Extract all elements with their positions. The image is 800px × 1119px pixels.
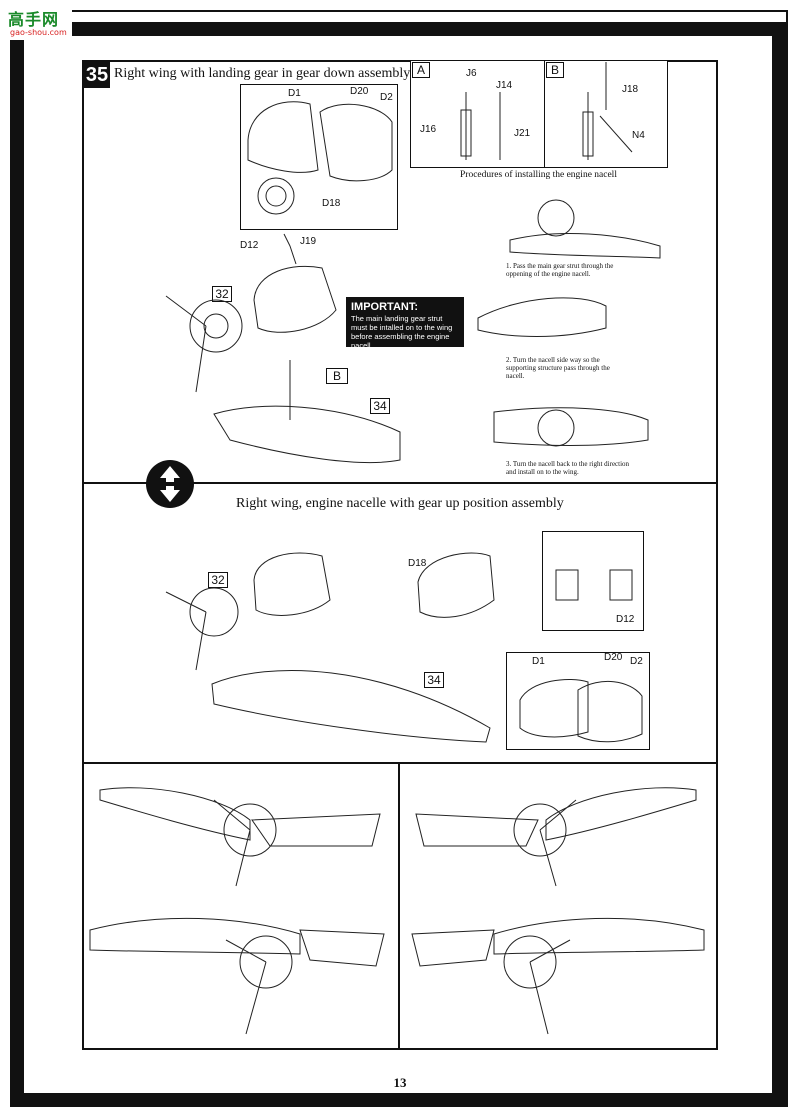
procedure-step-3: 3. Turn the nacell back to the right dir… xyxy=(506,460,630,476)
callout-j18: J18 xyxy=(622,84,639,95)
step-title: Right wing with landing gear in gear dow… xyxy=(114,66,411,81)
engine-nacelle-drawing xyxy=(165,233,337,393)
border-top-bar xyxy=(62,22,786,36)
step-number-badge: 35 xyxy=(84,62,110,88)
inset-b-label: B xyxy=(546,62,564,78)
callout-j14: J14 xyxy=(496,80,513,91)
callout-d20: D20 xyxy=(350,86,369,97)
flip-arrows-icon xyxy=(146,460,194,508)
callout-j16: J16 xyxy=(420,124,437,135)
callout-d2: D2 xyxy=(380,92,393,103)
wing-drawing xyxy=(213,360,401,464)
watermark-logo: 高手网 gao-shou.com xyxy=(6,4,72,40)
important-note: IMPORTANT: The main landing gear strut m… xyxy=(346,297,464,350)
callout-d2-gearup: D2 xyxy=(630,656,643,667)
watermark-text: 高手网 xyxy=(8,10,60,29)
callout-d20-gearup: D20 xyxy=(604,652,623,663)
callout-d12: D12 xyxy=(240,240,259,251)
procedure-step-1: 1. Pass the main gear strut through the … xyxy=(506,262,614,278)
gear-strut-a-drawing xyxy=(460,92,501,160)
callout-d18-gearup: D18 xyxy=(408,558,427,569)
nacelle-halves-drawing xyxy=(247,101,393,215)
inset-a-box xyxy=(410,60,546,168)
callout-j6: J6 xyxy=(466,68,477,79)
procedure-figures-drawing xyxy=(477,199,661,447)
callout-d1: D1 xyxy=(288,88,301,99)
callout-d12-gearup: D12 xyxy=(616,614,635,625)
important-title: IMPORTANT: xyxy=(351,301,419,313)
border-bottom-bar xyxy=(10,1093,788,1107)
procedure-title: Procedures of installing the engine nace… xyxy=(460,170,617,180)
gear-strut-b-drawing xyxy=(582,62,633,160)
procedure-step-2: 2. Turn the nacell side way so the suppo… xyxy=(506,356,610,380)
callout-j19: J19 xyxy=(300,236,317,247)
part-label-34: 34 xyxy=(370,398,390,414)
finished-views-drawing xyxy=(89,787,705,1035)
important-body: The main landing gear strut must be inta… xyxy=(351,314,453,350)
gearup-assembly-drawing xyxy=(165,552,643,743)
part-label-32: 32 xyxy=(212,286,232,302)
ref-label-b: B xyxy=(326,368,348,384)
part-label-32-gearup: 32 xyxy=(208,572,228,588)
section2-title: Right wing, engine nacelle with gear up … xyxy=(236,496,564,511)
callout-n4: N4 xyxy=(632,130,645,141)
gearup-detail-box-top xyxy=(542,531,644,631)
border-right-bar xyxy=(772,22,786,1105)
page-number: 13 xyxy=(393,1075,407,1090)
watermark-subtext: gao-shou.com xyxy=(10,28,67,37)
inset-b-box xyxy=(544,60,668,168)
callout-d1-gearup: D1 xyxy=(532,656,545,667)
callout-j21: J21 xyxy=(514,128,531,139)
part-label-34-gearup: 34 xyxy=(424,672,444,688)
callout-d18: D18 xyxy=(322,198,341,209)
border-left-bar xyxy=(10,22,24,1107)
view-panel-right xyxy=(398,762,718,1050)
inset-a-label: A xyxy=(412,62,430,78)
